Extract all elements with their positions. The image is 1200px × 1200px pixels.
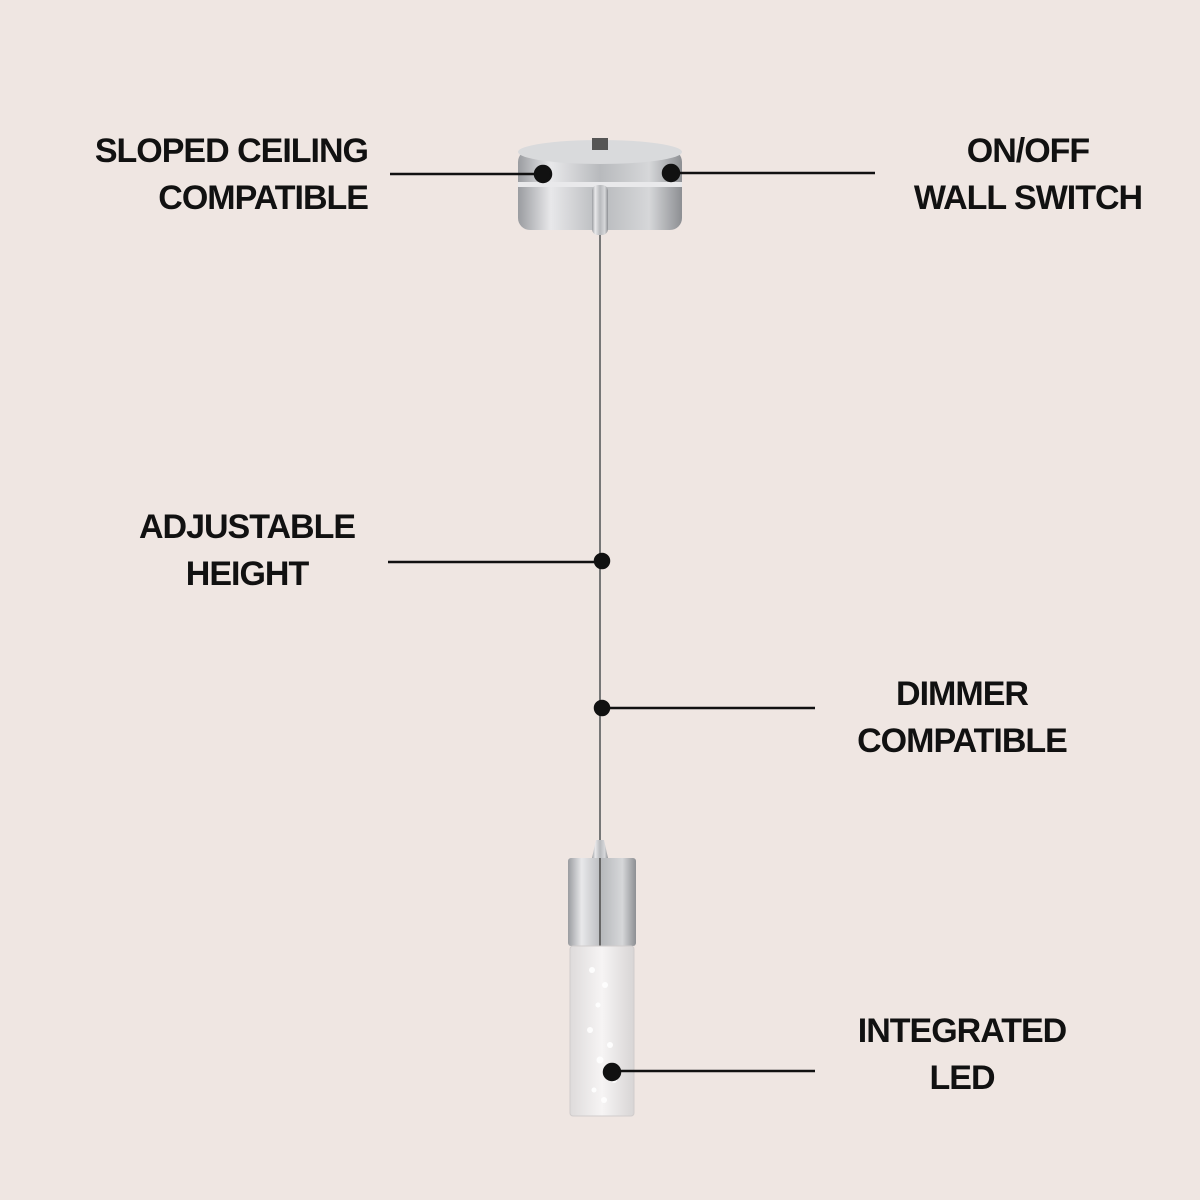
- feature-label-integrated-led: INTEGRATED LED: [857, 1008, 1067, 1102]
- label-line: WALL SWITCH: [913, 179, 1143, 217]
- label-line: DIMMER: [896, 675, 1029, 713]
- feature-label-sloped-ceiling: SLOPED CEILING COMPATIBLE: [94, 128, 369, 222]
- callout-dot: [602, 1062, 622, 1082]
- callout-dot: [661, 163, 681, 183]
- label-line: COMPATIBLE: [857, 722, 1068, 760]
- callout-dot: [593, 699, 611, 717]
- callout-lines: [388, 163, 875, 1082]
- ceiling-canopy: [518, 138, 682, 235]
- label-line: COMPATIBLE: [158, 179, 369, 217]
- label-line: ON/OFF: [966, 132, 1090, 170]
- label-line: SLOPED CEILING: [94, 132, 369, 170]
- callout-dot: [593, 552, 611, 570]
- feature-label-dimmer: DIMMER COMPATIBLE: [857, 671, 1068, 765]
- pendant-fixture: [568, 840, 636, 1117]
- label-line: LED: [929, 1059, 995, 1097]
- feature-label-wall-switch: ON/OFF WALL SWITCH: [913, 128, 1143, 222]
- feature-label-adjustable-height: ADJUSTABLE HEIGHT: [138, 504, 356, 598]
- callout-dot: [533, 164, 553, 184]
- label-line: HEIGHT: [185, 555, 309, 593]
- label-line: ADJUSTABLE: [138, 508, 356, 546]
- label-line: INTEGRATED: [857, 1012, 1067, 1050]
